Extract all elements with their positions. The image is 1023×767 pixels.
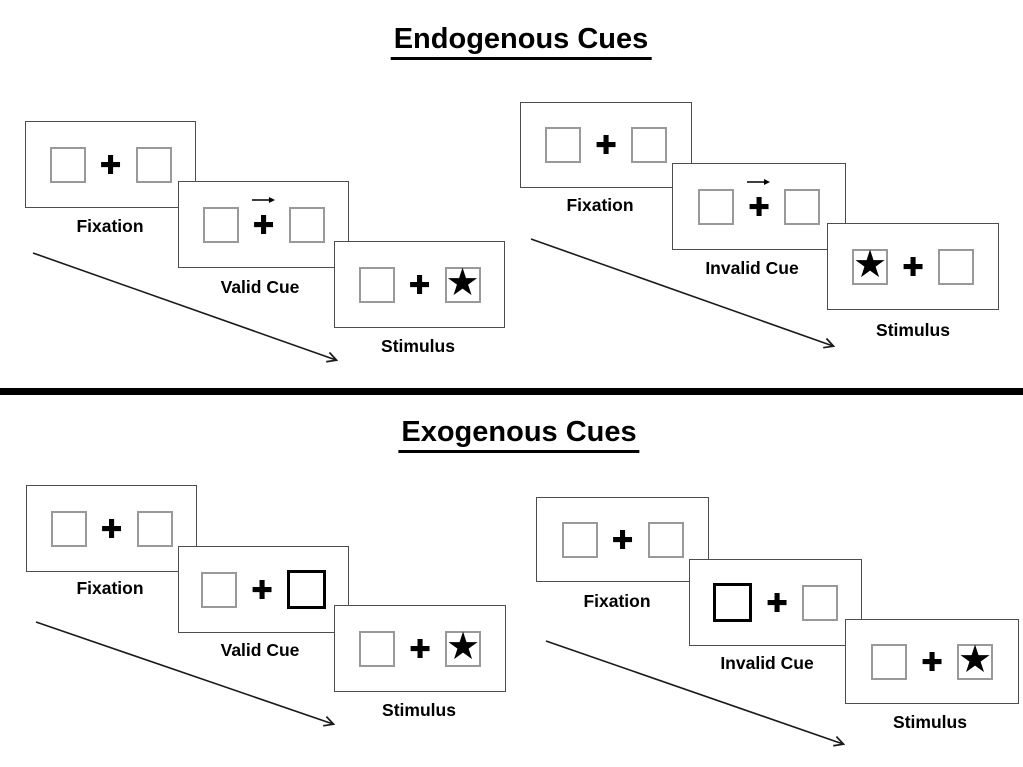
- valid-cue-panel: ✚: [178, 546, 349, 633]
- fixation-panel: ✚: [26, 485, 197, 572]
- valid-cue-panel: ✚: [178, 181, 349, 268]
- fixation-cross-icon: ✚: [407, 636, 433, 662]
- stimulus-panel: ★ ✚: [827, 223, 999, 310]
- left-box: [201, 571, 237, 608]
- panel-label: Stimulus: [893, 712, 967, 732]
- left-box: [358, 266, 395, 303]
- right-box: [647, 521, 684, 558]
- star-icon: ★: [445, 262, 480, 304]
- stimulus-panel: ✚ ★: [334, 605, 506, 692]
- left-box: [50, 510, 87, 547]
- panel-label: Valid Cue: [220, 640, 300, 660]
- panel-label: Stimulus: [381, 336, 455, 356]
- right-box: [631, 127, 667, 163]
- left-box-with-star: ★: [852, 244, 888, 286]
- fixation-cross-icon: ✚: [99, 516, 125, 542]
- section-divider: [0, 388, 1023, 395]
- fixation-cross-icon: ✚: [610, 527, 636, 553]
- fixation-cross-icon: ✚: [98, 152, 124, 178]
- fixation-panel: ✚: [520, 102, 692, 188]
- fixation-cross-icon: ✚: [746, 178, 772, 222]
- section-title-endogenous: Endogenous Cues: [390, 23, 652, 60]
- panel-label: Fixation: [76, 578, 144, 598]
- plus-icon: ✚: [408, 269, 431, 300]
- left-box-highlighted: [713, 583, 752, 622]
- left-box: [202, 206, 239, 243]
- panel-label: Stimulus: [382, 700, 456, 720]
- stimulus-panel: ✚ ★: [334, 241, 505, 328]
- fixation-cross-icon: ✚: [593, 132, 619, 158]
- star-icon: ★: [957, 639, 993, 681]
- fixation-panel: ✚: [25, 121, 196, 208]
- panel-label: Invalid Cue: [720, 653, 814, 673]
- right-box-with-star: ★: [444, 262, 481, 304]
- left-box: [871, 643, 907, 680]
- fixation-cross-icon: ✚: [919, 649, 945, 675]
- timeline-arrow: [32, 252, 336, 360]
- timeline-arrow: [35, 621, 333, 724]
- right-arrow-cue-icon: [251, 196, 275, 203]
- left-box: [698, 188, 734, 225]
- plus-icon: ✚: [595, 130, 617, 160]
- plus-icon: ✚: [748, 191, 770, 222]
- right-box-with-star: ★: [445, 626, 481, 668]
- right-box: [288, 206, 325, 243]
- plus-icon: ✚: [409, 633, 431, 664]
- timeline-arrow: [530, 238, 833, 346]
- panel-label: Valid Cue: [220, 277, 300, 297]
- plus-icon: ✚: [251, 574, 273, 605]
- plus-icon: ✚: [921, 646, 943, 677]
- right-box-with-star: ★: [957, 639, 993, 681]
- invalid-cue-panel: ✚: [689, 559, 862, 646]
- plus-icon: ✚: [99, 149, 122, 180]
- right-box: [784, 188, 820, 225]
- panel-label: Invalid Cue: [705, 258, 799, 278]
- fixation-panel: ✚: [536, 497, 709, 582]
- right-box: [938, 248, 974, 285]
- fixation-cross-icon: ✚: [251, 196, 277, 240]
- plus-icon: ✚: [252, 209, 275, 240]
- right-box: [135, 146, 172, 183]
- section-title-exogenous: Exogenous Cues: [398, 416, 640, 453]
- right-box: [802, 584, 838, 621]
- right-box: [136, 510, 173, 547]
- left-box: [561, 521, 598, 558]
- panel-label: Fixation: [566, 195, 634, 215]
- timeline-arrow: [545, 640, 843, 744]
- panel-label: Fixation: [76, 216, 144, 236]
- star-icon: ★: [852, 244, 888, 286]
- star-icon: ★: [445, 626, 481, 668]
- fixation-cross-icon: ✚: [249, 577, 275, 603]
- right-box-highlighted: [287, 570, 326, 609]
- stimulus-panel: ✚ ★: [845, 619, 1019, 704]
- plus-icon: ✚: [902, 251, 924, 282]
- plus-icon: ✚: [766, 587, 788, 618]
- plus-icon: ✚: [611, 524, 634, 555]
- fixation-cross-icon: ✚: [764, 590, 790, 616]
- panel-label: Fixation: [583, 591, 651, 611]
- invalid-cue-panel: ✚: [672, 163, 846, 250]
- right-arrow-cue-icon: [747, 178, 770, 185]
- panel-label: Stimulus: [876, 320, 950, 340]
- left-box: [545, 127, 581, 163]
- fixation-cross-icon: ✚: [900, 254, 926, 280]
- left-box: [49, 146, 86, 183]
- left-box: [359, 630, 395, 667]
- fixation-cross-icon: ✚: [407, 272, 433, 298]
- plus-icon: ✚: [100, 513, 123, 544]
